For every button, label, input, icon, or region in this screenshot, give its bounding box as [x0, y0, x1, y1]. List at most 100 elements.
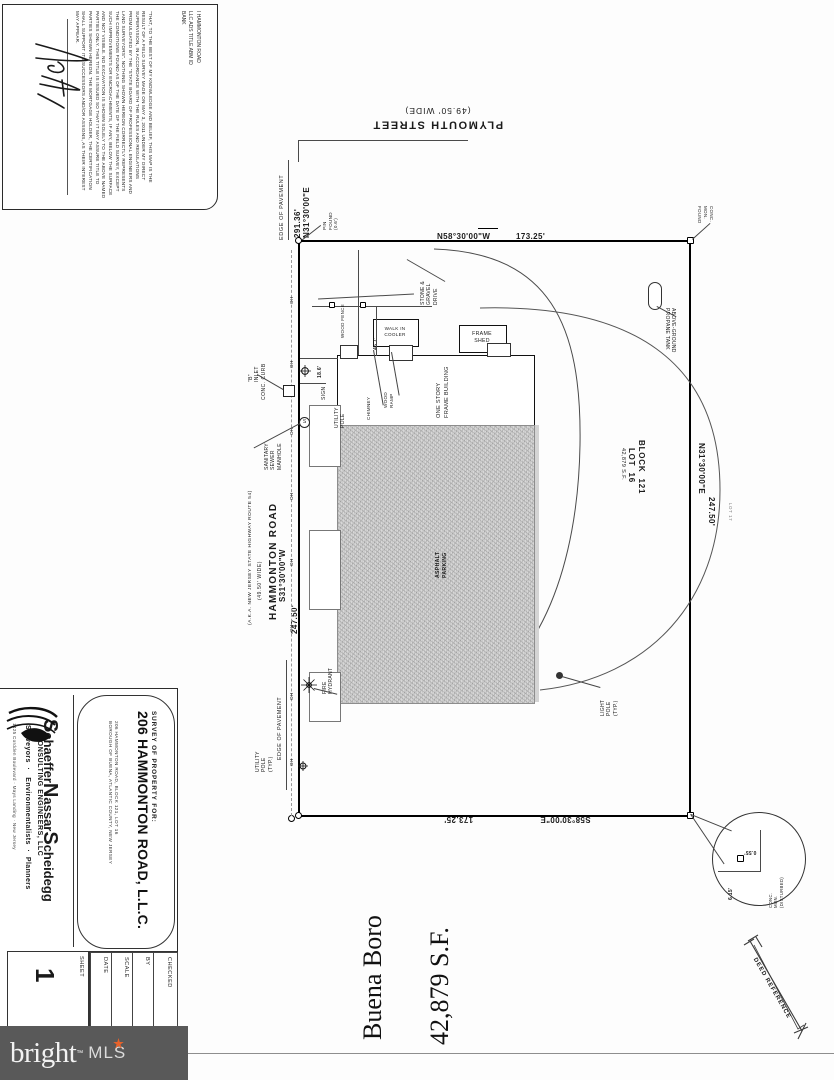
sign-post-line — [300, 383, 326, 384]
plymouth-street-width: (49.50' WIDE) — [404, 105, 471, 116]
edge-of-pavement-line-sw — [286, 660, 287, 790]
conc-curb-label: CONC. CURB — [261, 363, 267, 400]
firm-name-assar: assar — [41, 797, 56, 832]
firm-logo-swoosh-icon — [6, 706, 58, 742]
surveyor-certification-block: "THAT, TO THE BEST OF MY KNOWLEDGE AND B… — [2, 4, 218, 210]
corner-monument-ne — [687, 237, 694, 244]
block-label: BLOCK 121 — [637, 440, 646, 495]
firm-name-cheidegg: cheidegg — [41, 844, 56, 902]
curb-cut-south — [309, 672, 341, 722]
asphalt-parking-edge — [533, 425, 539, 702]
edge-of-pavement-line-north — [288, 160, 289, 240]
hammonton-road-width: (49.50' WIDE) — [257, 560, 263, 600]
driveway-curve-outer — [479, 307, 721, 691]
field-scale-label: SCALE — [123, 957, 129, 978]
one-story-frame-building — [337, 355, 535, 427]
dimension-west-offset: 18.6' — [317, 365, 323, 378]
overhead-utility-line — [291, 250, 292, 816]
detail-monument-note: CONC. MON. (DISTURBED) — [768, 877, 784, 908]
oh-marker-8: OH — [289, 758, 294, 767]
sign-label: SIGN — [321, 386, 327, 400]
dimension-line-north — [376, 306, 377, 356]
field-by-label: BY — [144, 957, 150, 966]
bright-mls-watermark: bright ™ MLS — [0, 1026, 188, 1080]
conc-mon-found-label: CONC. MON. FOUND — [697, 206, 714, 224]
edge-of-pavement-label-sw: EDGE OF PAVEMENT — [277, 696, 283, 760]
fence-post-2 — [360, 302, 366, 308]
conc-mon-found-leader — [692, 222, 711, 240]
boundary-line-north — [298, 240, 690, 242]
plymouth-street-tick — [298, 140, 299, 162]
title-block-firm-frame — [0, 695, 74, 947]
detail-offset-b: 6.15' — [728, 887, 734, 900]
sheet-number: 1 — [30, 968, 60, 983]
plymouth-street-centerline — [298, 140, 468, 141]
fence-post-1 — [329, 302, 335, 308]
field-date-label: DATE — [102, 957, 108, 974]
walk-in-cooler-structure — [373, 319, 419, 347]
wood-fence-line — [312, 306, 432, 307]
frontage-distance: 291.36' — [293, 208, 302, 238]
frame-shed-label: FRAME SHED — [472, 331, 492, 344]
oh-marker-6: OH — [289, 624, 294, 633]
oh-marker-5: OH — [289, 558, 294, 567]
frontage-bearing: N31°30'00"E — [302, 186, 311, 238]
title-block-client: 206 HAMMONTON ROAD, L.L.C. — [135, 711, 151, 930]
wood-fence-line-2 — [318, 293, 414, 300]
handwritten-municipality: Buena Boro — [358, 915, 387, 1040]
detail-line-vertical — [760, 830, 761, 872]
curb-cut-north — [309, 405, 341, 467]
boundary-distance-south: 173.25' — [444, 815, 474, 825]
oh-marker-2: OH — [289, 360, 294, 369]
wood-fence-label: WOOD FENCE — [340, 304, 345, 338]
utility-pole-label: UTILITY POLE — [334, 407, 347, 428]
utility-pole-typ-label: UTILITY POLE (TYP.) — [255, 751, 274, 772]
field-checked-cell[interactable]: CHECKED — [153, 952, 178, 1040]
detail-line-horizontal — [718, 871, 761, 872]
lot-label: LOT 16 — [627, 448, 636, 483]
light-pole-symbol — [556, 672, 563, 679]
watermark-brand: bright — [10, 1036, 77, 1069]
fire-hydrant-icon — [301, 677, 317, 693]
boundary-distance-north: 173.25' — [516, 232, 546, 241]
chimney-label: CHIMNEY — [366, 396, 371, 420]
corner-monument-sw-outer — [288, 815, 295, 822]
plymouth-street-label: PLYMOUTH STREET — [371, 118, 504, 131]
boundary-line-east — [689, 240, 691, 816]
firm-sub: CONSULTING ENGINEERS, LLC — [36, 735, 43, 857]
walk-in-cooler-label: WALK IN COOLER — [384, 326, 406, 337]
utility-pole-icon — [299, 365, 311, 377]
propane-tank-symbol — [648, 282, 662, 310]
corner-detail-bubble — [712, 812, 806, 906]
boundary-bearing-south: S58°30'00"E — [540, 815, 591, 825]
corner-monument-sw — [295, 812, 302, 819]
title-block-address-line1: 206 HAMMONTON ROAD, BLOCK 121, LOT 16 — [114, 721, 119, 835]
corner-monument-nw — [295, 237, 302, 244]
boundary-line-south — [298, 815, 690, 817]
title-block: SURVEY OF PROPERTY FOR: 206 HAMMONTON RO… — [0, 688, 178, 1042]
wood-ramp-structure — [389, 345, 413, 361]
utility-pole-typ-icon — [298, 761, 308, 771]
dimension-line-west — [300, 358, 338, 359]
detail-monument-symbol — [737, 855, 744, 862]
inlet-symbol — [283, 385, 295, 397]
watermark-rule — [186, 1053, 834, 1054]
surveyor-signature — [35, 43, 91, 109]
asphalt-parking-label: ASPHALT PARKING — [435, 551, 449, 578]
title-block-fields: DATE SCALE BY CHECKED — [89, 951, 178, 1040]
watermark-star-icon — [113, 1038, 124, 1049]
curb-cut-middle — [309, 530, 341, 610]
edge-of-pavement-label-north: EDGE OF PAVEMENT — [279, 174, 285, 240]
oh-marker-7: OH — [289, 692, 294, 701]
field-checked-label: CHECKED — [166, 957, 172, 988]
certification-divider — [67, 19, 68, 195]
building-bumpout-north — [487, 343, 511, 357]
title-block-client-frame — [77, 695, 175, 949]
wood-ramp-label: WOOD RAMP — [383, 392, 394, 408]
oh-marker-4: OH — [289, 492, 294, 501]
sanitary-sewer-manhole-symbol: S — [299, 417, 310, 428]
sheet-label: SHEET — [78, 956, 84, 978]
one-story-frame-building-label: ONE STORY FRAME BUILDING — [436, 366, 450, 418]
